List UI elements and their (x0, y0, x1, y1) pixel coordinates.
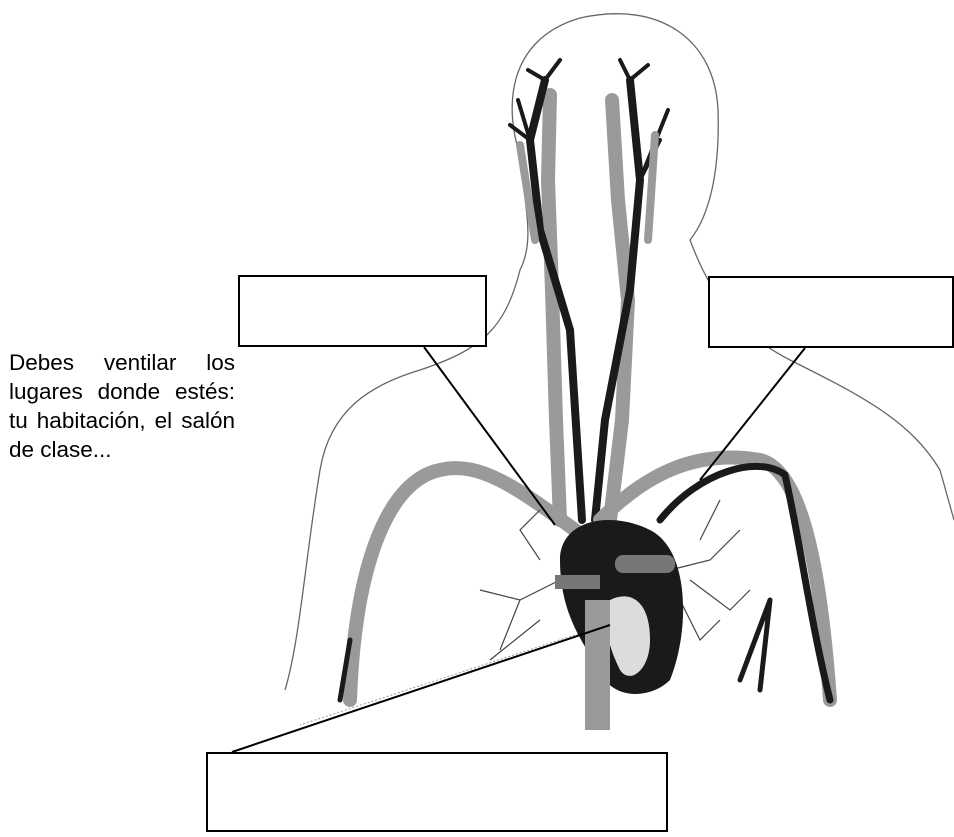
label-box-right[interactable] (708, 276, 954, 348)
callout-line-bottom (232, 625, 610, 752)
neck-vessels (510, 60, 668, 520)
heart (555, 520, 683, 730)
callout-line-left (424, 347, 555, 525)
label-box-left[interactable] (238, 275, 487, 347)
ventilation-note: Debes ventilar los lugares donde estés: … (9, 348, 235, 464)
label-box-bottom[interactable] (206, 752, 668, 832)
